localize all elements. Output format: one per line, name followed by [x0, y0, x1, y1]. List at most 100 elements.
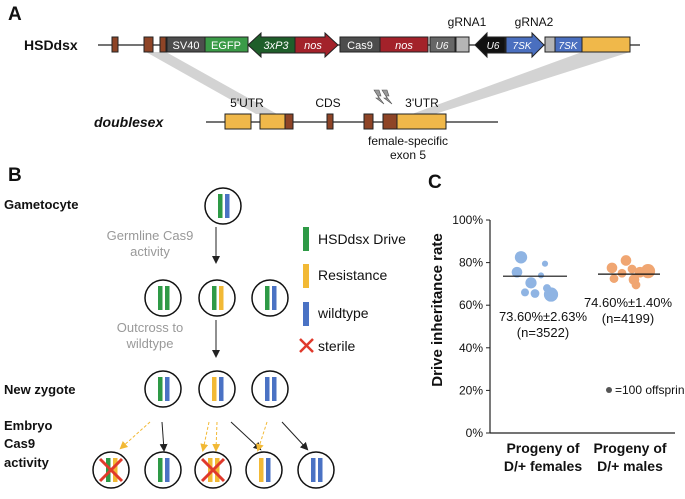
data-point — [609, 274, 619, 283]
stage-outcross-line2: wildtype — [126, 336, 174, 351]
cell-zygote-resistance-wildtype — [198, 370, 236, 408]
data-point — [530, 289, 540, 298]
grna2-block — [544, 36, 556, 53]
y-tick-label: 100% — [452, 213, 483, 227]
u6-label-2: U6 — [487, 41, 500, 52]
cas9-label: Cas9 — [347, 40, 373, 52]
data-points — [511, 251, 656, 302]
x-category-females-line2: D/+ females — [504, 458, 582, 474]
cell-germline-drive-wildtype — [251, 279, 289, 317]
cds-exon-1 — [284, 113, 294, 130]
data-point — [521, 288, 529, 297]
stage-gametocyte: Gametocyte — [4, 197, 78, 212]
u6-arrow-2 — [474, 31, 506, 59]
stage-embryo-line2: Cas9 — [4, 436, 35, 451]
stage-new-zygote: New zygote — [4, 382, 76, 397]
u6-block-1 — [429, 36, 456, 53]
cell-germline-drive-resistance — [198, 279, 236, 317]
legend-label-sterile: sterile — [318, 338, 356, 354]
nos-label-2: nos — [395, 40, 413, 52]
sterile-x-icon — [98, 457, 124, 483]
sv40-label: SV40 — [173, 40, 200, 52]
arrow-embryo-2a — [200, 421, 210, 452]
legend-swatch-resistance — [303, 264, 309, 288]
legend-label-drive: HSDdsx Drive — [318, 231, 406, 247]
sk7-label-2: 7SK — [559, 41, 579, 52]
data-point — [543, 287, 559, 302]
construct-exon-brown-2 — [143, 36, 154, 53]
three-xp3-label: 3xP3 — [263, 40, 289, 52]
arrow-embryo-1b — [159, 421, 168, 452]
sk7-label-1: 7SK — [513, 41, 533, 52]
exon5 — [382, 113, 398, 130]
arrow-embryo-3b — [281, 421, 309, 451]
legend: HSDdsx Drive Resistance wildtype sterile — [299, 227, 406, 354]
legend-label-wildtype: wildtype — [317, 305, 369, 321]
females-n: (n=3522) — [517, 325, 569, 340]
panel-a: A HSDdsx SV40 EGFP 3xP3 nos Cas9 nos U6 … — [8, 4, 640, 162]
arrow-embryo-2b — [212, 421, 221, 452]
arrow-embryo-2c — [230, 421, 262, 451]
u6-label-1: U6 — [436, 41, 449, 52]
cell-zygote-wildtype-wildtype — [251, 370, 289, 408]
construct-exon-brown-1 — [111, 36, 119, 53]
utr5-label: 5'UTR — [230, 96, 264, 110]
data-point — [631, 280, 641, 290]
cell-embryo-drive-wildtype — [144, 451, 182, 489]
cell-embryo-sterile-2 — [194, 451, 232, 489]
utr3-exon — [396, 113, 447, 130]
utr5-exon-1 — [224, 113, 252, 130]
data-point — [511, 266, 523, 278]
size-legend-dot — [606, 387, 612, 393]
cell-gametocyte — [204, 187, 242, 225]
legend-sterile-x-icon — [299, 338, 314, 353]
nos-label-1: nos — [304, 40, 322, 52]
data-point — [627, 264, 637, 274]
projection-left — [146, 52, 277, 114]
cell-germline-drive-drive — [144, 279, 182, 317]
y-ticks: 0% 20% 40% 60% 80% 100% — [452, 213, 490, 440]
construct-name: HSDdsx — [24, 37, 78, 53]
stage-embryo-line3: activity — [4, 455, 50, 470]
y-tick-label: 60% — [459, 298, 483, 312]
males-n: (n=4199) — [602, 311, 654, 326]
cell-embryo-wildtype-wildtype — [297, 451, 335, 489]
grna1-block — [455, 36, 470, 53]
panel-c-letter: C — [428, 172, 442, 193]
utr3-label: 3'UTR — [405, 96, 439, 110]
legend-swatch-drive — [303, 227, 309, 251]
stage-germline-line1: Germline Cas9 — [107, 228, 194, 243]
gene-name: doublesex — [94, 114, 164, 130]
x-category-males-line2: D/+ males — [597, 458, 663, 474]
data-point — [537, 272, 545, 279]
x-category-females-line1: Progeny of — [506, 440, 579, 456]
y-tick-label: 80% — [459, 256, 483, 270]
cell-zygote-drive-wildtype — [144, 370, 182, 408]
nos-block-2 — [379, 36, 429, 53]
arrow-embryo-1a — [119, 421, 151, 450]
panel-b-letter: B — [8, 165, 22, 186]
projection-right — [412, 52, 630, 114]
size-legend-label: =100 offspring — [615, 383, 685, 397]
data-point — [514, 251, 528, 264]
y-axis-label: Drive inheritance rate — [429, 233, 446, 386]
legend-swatch-wildtype — [303, 302, 309, 326]
cell-embryo-sterile-1 — [92, 451, 130, 489]
stage-outcross-line1: Outcross to — [117, 320, 183, 335]
homology-arm-block — [581, 36, 631, 53]
cut-site-icon — [373, 89, 393, 105]
grna1-label: gRNA1 — [448, 15, 487, 29]
nos-arrow-1 — [294, 31, 339, 59]
egfp-label: EGFP — [211, 40, 241, 52]
data-point — [620, 255, 632, 266]
grna2-label: gRNA2 — [515, 15, 554, 29]
females-stat: 73.60%±2.63% — [499, 309, 588, 324]
panel-b: B Gametocyte Germline Cas9 activity Outc… — [4, 165, 406, 489]
construct-exon-brown-3 — [159, 36, 167, 53]
exon5-label-line2: exon 5 — [390, 148, 426, 162]
data-point — [617, 268, 627, 278]
legend-label-resistance: Resistance — [318, 267, 387, 283]
stage-germline-line2: activity — [130, 244, 170, 259]
panel-c: C Drive inheritance rate 0% 20% 40% 60% … — [428, 172, 685, 474]
y-tick-label: 40% — [459, 341, 483, 355]
